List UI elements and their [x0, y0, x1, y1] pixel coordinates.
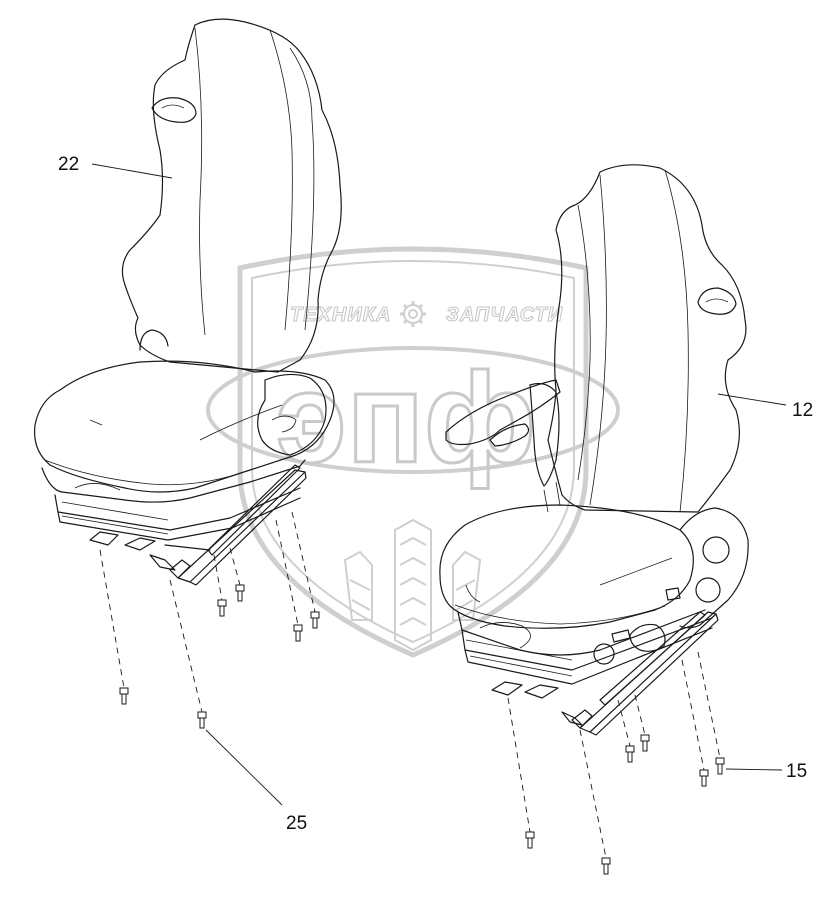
bolt: [640, 734, 650, 752]
callout-25: 25: [205, 729, 307, 834]
watermark-logo: эпф: [276, 347, 536, 490]
right-seat: [439, 164, 749, 875]
bolt: [217, 599, 227, 617]
svg-text:22: 22: [58, 154, 79, 175]
bolt: [197, 711, 207, 729]
left-seat: [33, 18, 342, 729]
logo-ellipse: [206, 346, 620, 474]
callout-12: 12: [717, 393, 813, 421]
wheat-sheaf-icon: [343, 518, 482, 652]
left-seat-backrest: [121, 18, 342, 373]
right-seat-armrest: [445, 379, 561, 446]
svg-text:25: 25: [286, 813, 307, 834]
bolt: [699, 769, 709, 787]
watermark-right-word: ЗАПЧАСТИ: [446, 304, 563, 326]
bolt: [525, 831, 535, 849]
bolt: [235, 584, 245, 602]
right-seat-cushion: [439, 504, 694, 629]
left-seat-cushion: [33, 360, 335, 493]
bolt: [293, 624, 303, 642]
right-seat-backrest: [547, 164, 747, 513]
bolt: [601, 857, 611, 875]
watermark-left-word: ТЕХНИКА: [290, 304, 391, 326]
bolt: [625, 745, 635, 763]
callout-15: 15: [725, 761, 807, 782]
shield-emblem: [237, 246, 589, 658]
callout-22: 22: [58, 154, 173, 179]
svg-text:12: 12: [792, 400, 813, 421]
watermark: ТЕХНИКА ЗАПЧАСТИ эпф: [206, 246, 620, 658]
gear-icon: [400, 301, 426, 327]
bolt: [310, 611, 320, 629]
bolt: [119, 687, 129, 705]
bolt: [715, 757, 725, 775]
svg-text:15: 15: [786, 761, 807, 782]
